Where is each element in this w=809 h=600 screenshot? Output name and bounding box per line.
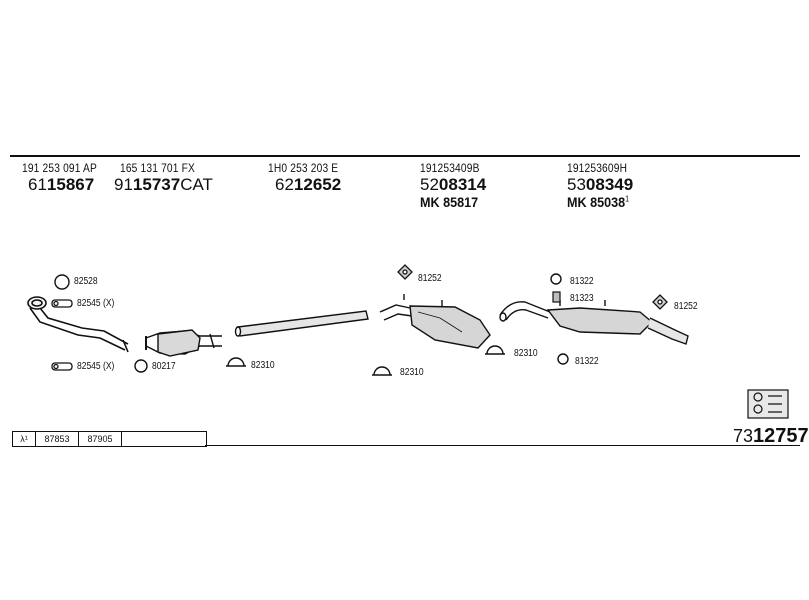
part-code-5: 5308349 <box>567 175 634 194</box>
catalytic-converter <box>145 329 222 357</box>
table-cell-1: 87853 <box>36 432 79 446</box>
part-code-1: 6115867 <box>28 175 95 194</box>
part-ref-4: 191253409B <box>420 161 480 175</box>
u-clamp-3 <box>485 345 505 355</box>
parts-box-icon <box>747 389 789 419</box>
rubber-bolt <box>552 291 561 303</box>
part-code-3: 6212652 <box>275 175 342 194</box>
part-code-2: 9115737CAT <box>114 175 213 194</box>
u-clamp-2 <box>372 366 392 376</box>
part-ref-2: 165 131 701 FX <box>120 161 195 175</box>
part-ref-1: 191 253 091 AP <box>22 161 97 175</box>
top-divider <box>10 155 800 157</box>
label-81252-2: 81252 <box>674 301 698 312</box>
label-82310-1: 82310 <box>251 360 275 371</box>
label-81322-2: 81322 <box>575 356 599 367</box>
bottom-divider <box>205 445 800 446</box>
rubber-mount-1 <box>397 264 413 280</box>
rubber-ring-1 <box>550 273 562 285</box>
part-ref-5: 191253609H <box>567 161 628 175</box>
table-cell-2: 87905 <box>79 432 122 446</box>
label-82545-bottom: 82545 (X) <box>77 361 115 372</box>
label-80217: 80217 <box>152 361 176 372</box>
label-81323: 81323 <box>570 293 594 304</box>
final-code: 7312757 <box>733 425 809 447</box>
label-82545-top: 82545 (X) <box>77 298 115 309</box>
label-82310-3: 82310 <box>514 348 538 359</box>
part-mk-4: MK 85817 <box>420 194 479 210</box>
front-pipe <box>27 296 129 353</box>
part-mk-5: MK 850381 <box>567 194 630 210</box>
label-82310-2: 82310 <box>400 367 424 378</box>
clamp-small-top <box>51 299 73 308</box>
rubber-ring-2 <box>557 353 569 365</box>
label-81252-1: 81252 <box>418 273 442 284</box>
part-code-4: 5208314 <box>420 175 487 194</box>
lambda-table: λ¹ 87853 87905 <box>12 431 207 447</box>
table-lambda: λ¹ <box>13 432 36 446</box>
u-clamp-1 <box>226 357 246 367</box>
table-cell-3 <box>122 432 206 446</box>
rubber-mount-2 <box>652 294 668 310</box>
seal-ring <box>134 359 148 373</box>
part-ref-3: 1H0 253 203 E <box>268 161 339 175</box>
middle-pipe <box>234 310 369 337</box>
middle-silencer <box>379 294 491 349</box>
gasket-ring <box>54 274 70 290</box>
label-81322-1: 81322 <box>570 276 594 287</box>
label-82528: 82528 <box>74 276 98 287</box>
clamp-small-bottom <box>51 362 73 371</box>
rear-silencer <box>499 300 689 345</box>
